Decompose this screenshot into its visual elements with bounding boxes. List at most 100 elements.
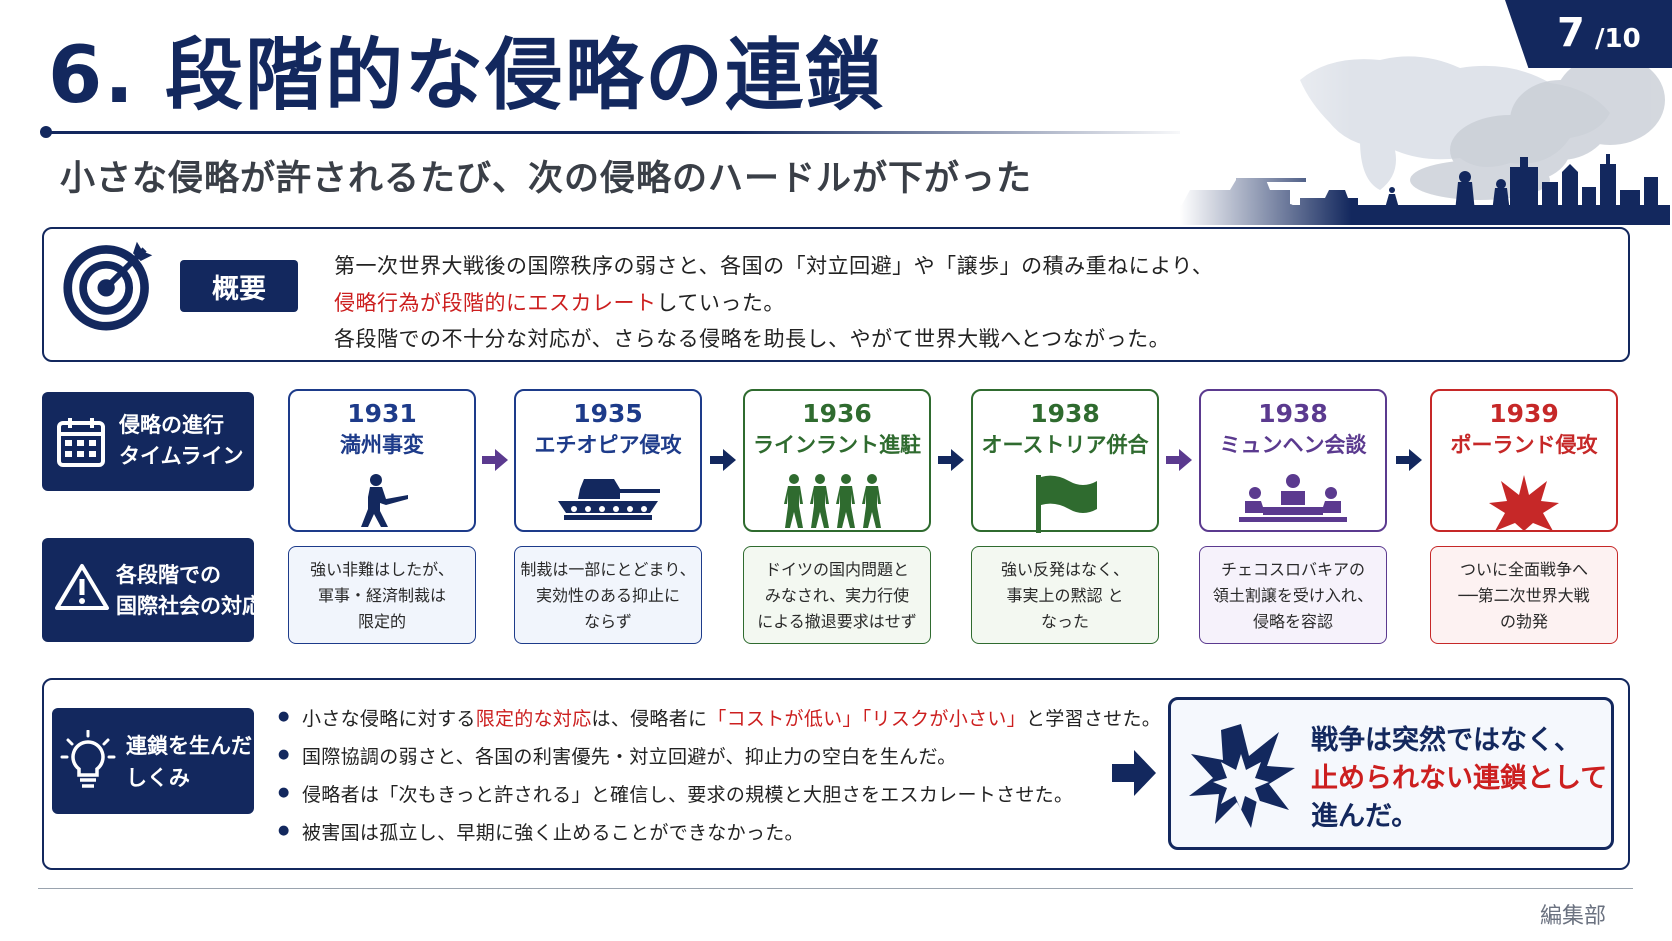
flag-icon (1036, 475, 1097, 533)
response-line-2: 事実上の黙認 と (1006, 586, 1124, 605)
response-text: 強い反発はなく、事実上の黙認 となった (972, 557, 1158, 635)
event-name: ラインラント進駐 (753, 433, 921, 457)
event-year: 1938 (1030, 399, 1100, 428)
page-total: /10 (1595, 24, 1641, 54)
bullet-1-part-1: 小さな侵略に対する (302, 708, 476, 730)
event-name: ミュンヘン会談 (1219, 433, 1367, 457)
response-line-1: チェコスロバキアの (1220, 560, 1365, 579)
response-line-1: 制裁は一部にとどまり、 (520, 560, 696, 579)
explosion-icon (1189, 724, 1295, 828)
response-text: ついに全面戦争へ ──第二次世界大戦の勃発 (1431, 557, 1617, 635)
response-card-4: 強い反発はなく、事実上の黙認 となった (971, 546, 1159, 644)
response-line-3: による撤退要求はせず (757, 612, 917, 631)
target-icon (63, 241, 153, 331)
bullet-3-text: 侵略者は「次もきっと許される」と確信し、要求の規模と大胆さをエスカレートさせた。 (302, 784, 1074, 806)
marching-soldiers-icon (784, 474, 881, 528)
bullet-1-part-3: と学習させた。 (1025, 708, 1162, 730)
mechanism-bullet-2: 国際協調の弱さと、各国の利害優先・対立回避が、抑止力の空白を生んだ。 (278, 742, 957, 769)
response-label-line-1: 各段階での (116, 563, 221, 587)
event-name: オーストリア併合 (981, 433, 1149, 457)
timeline-section-label: 侵略の進行 タイムライン (42, 392, 254, 491)
response-line-1: 強い反発はなく、 (1000, 560, 1129, 579)
mechanism-bullet-4: 被害国は孤立し、早期に強く止めることができなかった。 (278, 818, 804, 845)
response-card-6: ついに全面戦争へ ──第二次世界大戦の勃発 (1430, 546, 1618, 644)
response-line-2: 軍事・経済制裁は (317, 586, 446, 605)
timeline-arrow-icon (709, 449, 736, 471)
response-line-3: 限定的 (357, 612, 406, 631)
event-year: 1935 (573, 399, 643, 428)
event-name: エチオピア侵攻 (534, 433, 682, 457)
event-year: 1931 (347, 399, 417, 428)
conclusion-line-3: 進んだ。 (1311, 801, 1419, 832)
bullet-1-part-2: は、侵略者に (591, 708, 708, 730)
response-line-3: なった (1040, 612, 1089, 631)
timeline-label-line-2: タイムライン (119, 444, 244, 468)
soldier-icon (361, 474, 408, 527)
mechanism-bullet-3: 侵略者は「次もきっと許される」と確信し、要求の規模と大胆さをエスカレートさせた。 (278, 780, 1073, 807)
bullet-4-text: 被害国は孤立し、早期に強く止めることができなかった。 (302, 822, 804, 844)
overview-line-1: 第一次世界大戦後の国際秩序の弱さと、各国の「対立回避」や「譲歩」の積み重ねにより… (334, 254, 1214, 278)
footer-rule (38, 888, 1633, 889)
page-subtitle: 小さな侵略が許されるたび、次の侵略のハードルが下がった (60, 159, 1033, 199)
overview-line-2-rest: していった。 (656, 291, 785, 315)
response-line-3: ならず (584, 612, 632, 631)
credit: 編集部 (1540, 904, 1607, 929)
title-rule (44, 131, 1194, 134)
mechanism-box (42, 678, 1630, 870)
response-line-1: ドイツの国内問題と (764, 560, 909, 579)
response-text: 制裁は一部にとどまり、実効性のある抑止にならず (515, 557, 701, 635)
overview-line-2: 侵略行為が段階的にエスカレートしていった。 (334, 287, 785, 317)
response-card-5: チェコスロバキアの領土割譲を受け入れ、侵略を容認 (1199, 546, 1387, 644)
response-line-2: ──第二次世界大戦 (1458, 586, 1590, 605)
response-label-line-2: 国際社会の対応 (116, 594, 263, 618)
event-year: 1938 (1258, 399, 1328, 428)
lightbulb-icon (60, 730, 116, 788)
response-line-3: の勃発 (1499, 612, 1548, 631)
timeline-arrow-icon (482, 449, 508, 471)
bullet-2-text: 国際協調の弱さと、各国の利害優先・対立回避が、抑止力の空白を生んだ。 (302, 746, 957, 768)
timeline-card-1938-5: 1938 ミュンヘン会談 (1199, 389, 1387, 532)
overview-label: 概要 (180, 260, 298, 312)
conclusion-arrow-icon (1112, 750, 1156, 796)
mechanism-label-line-1: 連鎖を生んだ (126, 734, 252, 758)
meeting-icon (1239, 474, 1347, 522)
mechanism-bullet-1: 小さな侵略に対する限定的な対応は、侵略者に「コストが低い」「リスクが小さい」と学… (278, 704, 1161, 731)
timeline-arrow-icon (1166, 449, 1192, 471)
page-number-badge: 7 /10 (1505, 0, 1672, 68)
mechanism-label: 連鎖を生んだ しくみ (52, 708, 254, 814)
response-line-2: 領土割譲を受け入れ、 (1212, 586, 1374, 605)
mechanism-label-line-2: しくみ (126, 766, 190, 790)
event-year: 1936 (802, 399, 872, 428)
response-line-2: 実効性のある抑止に (535, 586, 680, 605)
overview-highlight: 侵略行為が段階的にエスカレート (334, 291, 657, 315)
timeline-label-line-1: 侵略の進行 (119, 413, 224, 437)
conclusion-line-2: 止められない連鎖として (1311, 763, 1608, 794)
bullet-1-highlight-2: 「コストが低い」「リスクが小さい」 (707, 708, 1026, 730)
response-text: ドイツの国内問題とみなされ、実力行使による撤退要求はせず (744, 557, 930, 635)
event-year: 1939 (1489, 399, 1559, 428)
response-card-3: ドイツの国内問題とみなされ、実力行使による撤退要求はせず (743, 546, 931, 644)
response-section-label: 各段階での 国際社会の対応 (42, 538, 263, 642)
response-card-2: 制裁は一部にとどまり、実効性のある抑止にならず (514, 546, 702, 644)
timeline-arrow-icon (1395, 449, 1422, 471)
response-line-3: 侵略を容認 (1252, 612, 1333, 631)
response-text: 強い非難はしたが、軍事・経済制裁は限定的 (289, 557, 475, 635)
timeline-card-1935-2: 1935 エチオピア侵攻 (514, 389, 702, 532)
response-line-1: ついに全面戦争へ (1459, 560, 1588, 579)
response-line-1: 強い非難はしたが、 (310, 560, 454, 579)
timeline-card-1936-3: 1936 ラインラント進駐 (743, 389, 931, 532)
warning-icon (55, 564, 109, 610)
conclusion-line-1: 戦争は突然ではなく、 (1311, 725, 1581, 756)
tank-icon (558, 479, 660, 520)
overview-box (42, 227, 1630, 362)
world-map-war-illustration (1180, 40, 1670, 225)
overview-line-3: 各段階での不十分な対応が、さらなる侵略を助長し、やがて世界大戦へとつながった。 (334, 327, 1171, 351)
conclusion-box: 戦争は突然ではなく、 止められない連鎖として 進んだ。 (1168, 697, 1614, 850)
calendar-icon (57, 418, 105, 467)
response-line-2: みなされ、実力行使 (764, 586, 910, 605)
timeline-card-1938-4: 1938 オーストリア併合 (971, 389, 1159, 533)
event-name: 満州事変 (340, 433, 424, 457)
explosion-icon (1489, 475, 1559, 531)
page-current: 7 (1557, 10, 1585, 56)
